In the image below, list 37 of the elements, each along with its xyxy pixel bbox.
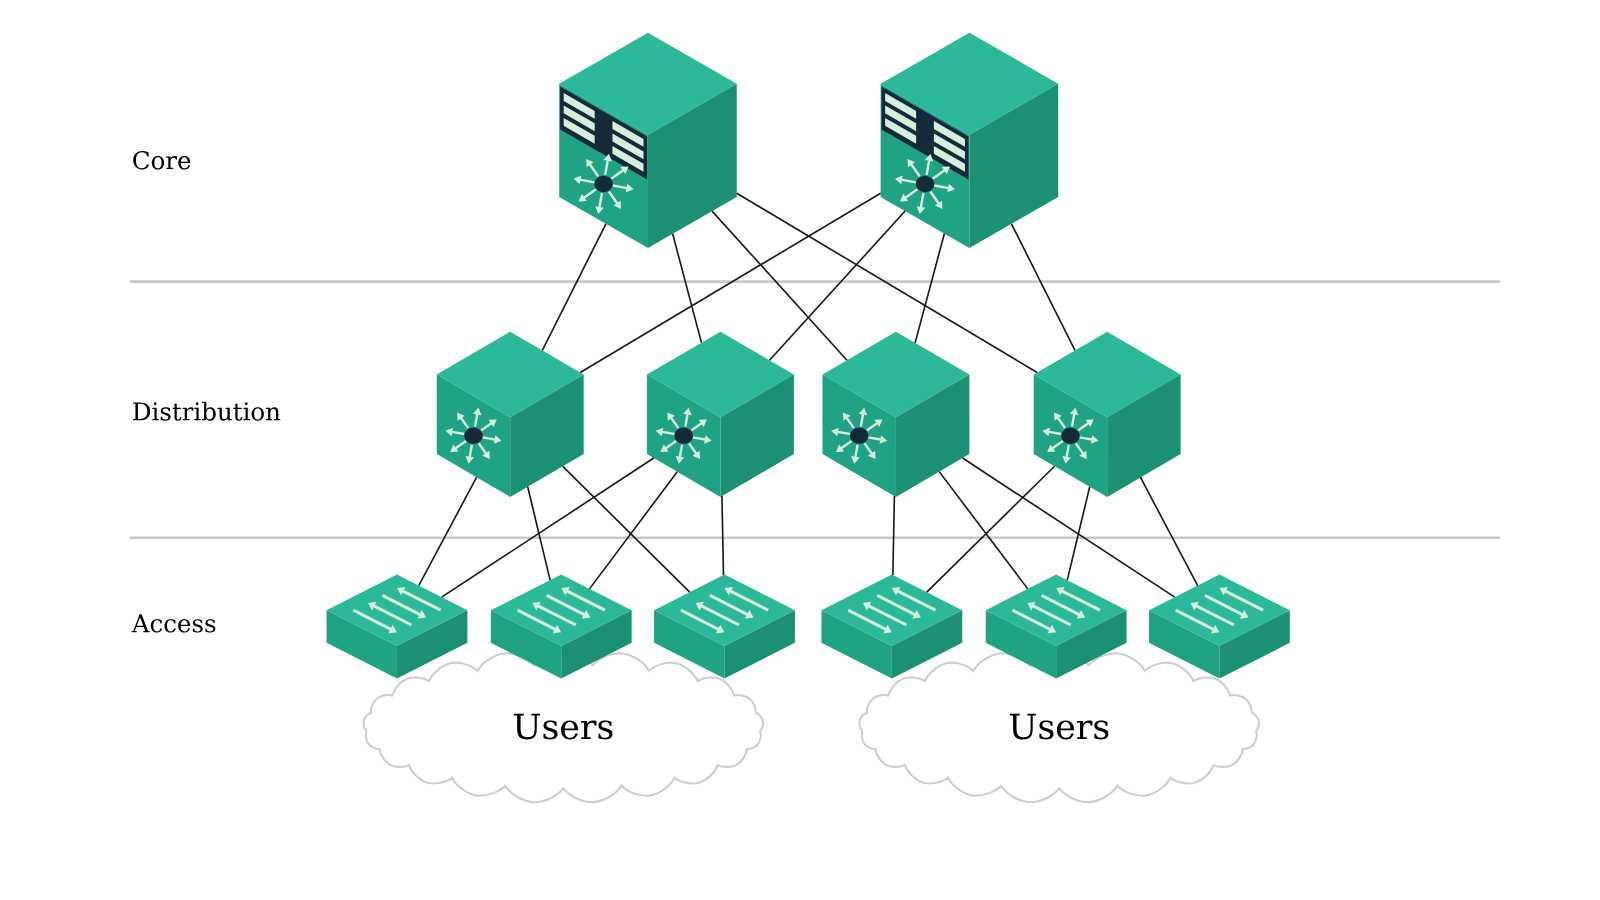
link-line <box>541 222 607 352</box>
link-line <box>925 465 1056 593</box>
cloud: Users <box>362 649 764 804</box>
distribution-switch-drawing <box>436 331 584 497</box>
access-switch-drawing <box>821 574 963 679</box>
access-switch-drawing <box>654 574 795 679</box>
cloud: Users <box>858 649 1260 804</box>
core-switch-drawing <box>559 32 737 248</box>
link-line <box>440 457 655 598</box>
link-line <box>961 457 1176 598</box>
layer-label: Distribution <box>133 401 281 421</box>
distribution-switch-drawing <box>1033 331 1181 497</box>
link-line <box>671 232 703 344</box>
layer-label: Core <box>133 150 191 170</box>
core-switch-drawing <box>880 32 1059 248</box>
link-line <box>526 485 551 581</box>
link-line <box>938 470 1029 590</box>
link-line <box>579 192 882 374</box>
access-switch-drawing <box>985 574 1127 679</box>
link-line <box>768 210 906 362</box>
link-line <box>721 495 725 576</box>
link-line <box>892 495 896 576</box>
distribution-switch-drawing <box>646 331 794 497</box>
link-line <box>735 192 1038 374</box>
layer-label: Access <box>131 614 216 633</box>
access-switch-drawing <box>490 574 632 679</box>
link-line <box>561 465 691 593</box>
distribution-switch-drawing <box>822 331 970 497</box>
access-switch-drawing <box>326 574 468 679</box>
link-line <box>417 476 478 587</box>
link-line <box>1010 222 1076 352</box>
link-line <box>914 232 946 344</box>
link-line <box>1066 485 1091 581</box>
access-switch-drawing <box>1149 574 1290 679</box>
link-line <box>588 470 679 590</box>
link-line <box>1139 476 1199 587</box>
link-line <box>711 210 848 361</box>
